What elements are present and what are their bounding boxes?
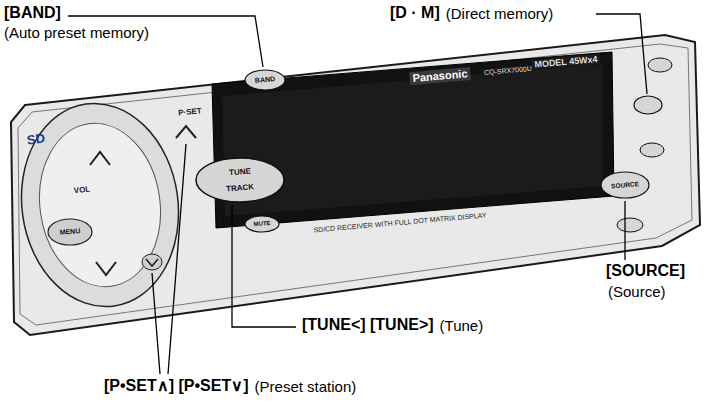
button-function: (Preset station) (255, 378, 357, 395)
mute-button (245, 216, 279, 232)
button-text: MUTE (253, 220, 271, 228)
pset-down-button (142, 254, 162, 270)
control-ring (9, 93, 192, 317)
tune-button (196, 158, 284, 202)
small-button (617, 218, 643, 232)
pset-up-symbol (176, 126, 196, 138)
small-button (640, 143, 664, 157)
button-name: [P•SET∧] [P•SET∨] (104, 377, 249, 395)
dm-button (634, 96, 662, 114)
button-function: (Source) (608, 283, 666, 300)
small-button (648, 58, 672, 72)
vol-down-symbol (96, 262, 116, 275)
leader-line (232, 205, 296, 327)
band-button (245, 70, 285, 90)
leader-line (624, 201, 625, 260)
display-inner (222, 64, 603, 216)
button-name: [D · M] (390, 4, 440, 22)
leader-line (596, 14, 647, 94)
button-function: (Tune) (440, 317, 484, 334)
leader-line (152, 273, 160, 374)
leader-line (168, 144, 186, 374)
vol-up-symbol (90, 152, 110, 165)
leader-line (68, 16, 263, 67)
control-ring-inner (29, 115, 171, 294)
button-name: [SOURCE] (606, 262, 685, 280)
sd-logo: SD (26, 131, 46, 148)
menu-button (48, 219, 92, 245)
button-name: [TUNE<] [TUNE>] (302, 316, 434, 334)
display (212, 52, 614, 228)
faceplate-bevel (18, 44, 692, 325)
button-function: (Auto preset memory) (4, 24, 149, 41)
pset-down-symbol (146, 259, 158, 266)
button-name: [BAND] (4, 4, 61, 22)
button-function: (Direct memory) (446, 5, 554, 22)
source-button (601, 172, 649, 198)
button-text: TUNE (229, 166, 251, 177)
button-text: VOL (73, 185, 90, 196)
